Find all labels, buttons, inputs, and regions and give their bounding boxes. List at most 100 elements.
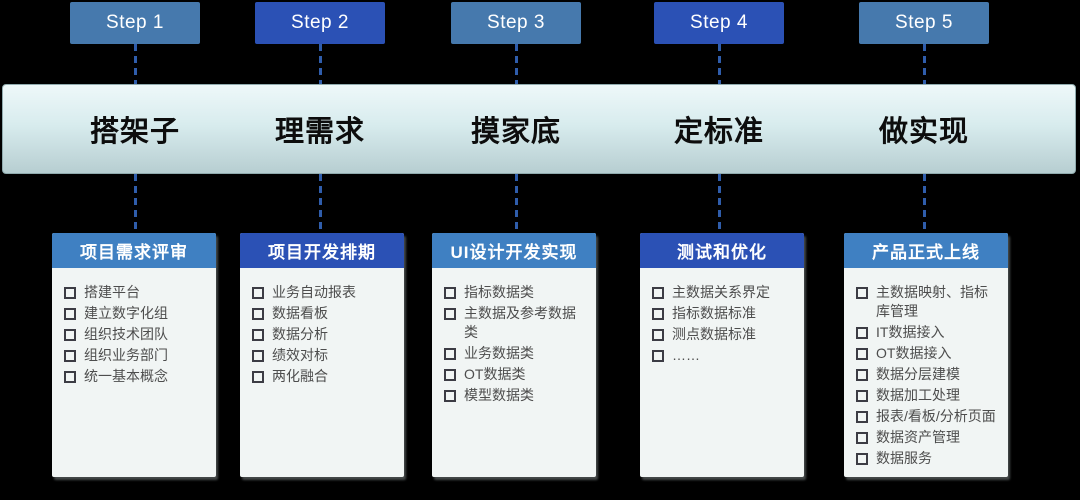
task-card-2: 项目开发排期业务自动报表数据看板数据分析绩效对标两化融合 (240, 233, 404, 477)
list-item-label: 数据看板 (272, 305, 328, 321)
connector-dash-top-4 (717, 44, 721, 84)
bullet-square-icon (856, 369, 868, 381)
list-item-label: 报表/看板/分析页面 (876, 408, 996, 424)
phase-label-1: 搭架子 (89, 116, 180, 148)
bullet-square-icon (64, 329, 76, 341)
connector-dash-bottom-4 (717, 174, 721, 233)
task-card-title: 测试和优化 (640, 233, 804, 268)
list-item: …… (652, 346, 796, 365)
list-item-label: OT数据接入 (876, 345, 952, 361)
list-item: 主数据及参考数据类 (444, 304, 588, 342)
step-box-5: Step 5 (859, 2, 989, 44)
bullet-square-icon (856, 327, 868, 339)
bullet-square-icon (64, 350, 76, 362)
bullet-square-icon (652, 329, 664, 341)
list-item-label: 组织技术团队 (84, 326, 168, 342)
list-item: OT数据接入 (856, 344, 1000, 363)
connector-dash-bottom-5 (922, 174, 926, 233)
list-item: 数据服务 (856, 449, 1000, 468)
list-item: 组织业务部门 (64, 346, 208, 365)
phase-label-3: 摸家底 (470, 116, 561, 148)
list-item: 绩效对标 (252, 346, 396, 365)
list-item: 组织技术团队 (64, 325, 208, 344)
bullet-square-icon (64, 287, 76, 299)
connector-dash-bottom-2 (318, 174, 322, 233)
bullet-square-icon (252, 371, 264, 383)
list-item-label: 业务自动报表 (272, 284, 356, 300)
bullet-square-icon (252, 287, 264, 299)
task-card-4: 测试和优化主数据关系界定指标数据标准测点数据标准 …… (640, 233, 804, 477)
list-item: 报表/看板/分析页面 (856, 407, 1000, 426)
connector-dash-bottom-1 (133, 174, 137, 233)
list-item: 指标数据类 (444, 283, 588, 302)
task-card-list: 主数据关系界定指标数据标准测点数据标准 …… (640, 268, 804, 373)
list-item-label: 搭建平台 (84, 284, 140, 300)
list-item-label: 主数据及参考数据类 (464, 305, 576, 340)
bullet-square-icon (64, 308, 76, 320)
list-item-label: …… (672, 347, 700, 363)
list-item: 数据看板 (252, 304, 396, 323)
task-card-title: UI设计开发实现 (432, 233, 596, 268)
list-item: 业务数据类 (444, 344, 588, 363)
list-item-label: 数据分析 (272, 326, 328, 342)
phase-label-4: 定标准 (673, 116, 764, 148)
list-item-label: IT数据接入 (876, 324, 945, 340)
list-item-label: 测点数据标准 (672, 326, 756, 342)
list-item-label: 数据服务 (876, 450, 932, 466)
phase-label-2: 理需求 (274, 116, 365, 148)
list-item-label: 业务数据类 (464, 345, 534, 361)
connector-dash-top-2 (318, 44, 322, 84)
list-item-label: 数据加工处理 (876, 387, 960, 403)
bullet-square-icon (856, 411, 868, 423)
list-item-label: 绩效对标 (272, 347, 328, 363)
list-item-label: 指标数据标准 (672, 305, 756, 321)
connector-dash-top-1 (133, 44, 137, 84)
bullet-square-icon (444, 287, 456, 299)
bullet-square-icon (252, 308, 264, 320)
connector-dash-top-5 (922, 44, 926, 84)
list-item: 模型数据类 (444, 386, 588, 405)
bullet-square-icon (856, 287, 868, 299)
task-card-5: 产品正式上线主数据映射、指标库管理 IT数据接入 OT数据接入数据分层建模数据加工处… (844, 233, 1008, 477)
task-card-1: 项目需求评审搭建平台建立数字化组组织技术团队组织业务部门统一基本概念 (52, 233, 216, 477)
bullet-square-icon (252, 329, 264, 341)
step-box-2: Step 2 (255, 2, 385, 44)
bullet-square-icon (444, 348, 456, 360)
list-item-label: 统一基本概念 (84, 368, 168, 384)
task-card-list: 主数据映射、指标库管理 IT数据接入 OT数据接入数据分层建模数据加工处理报表/看板… (844, 268, 1008, 476)
list-item: 建立数字化组 (64, 304, 208, 323)
step-box-1: Step 1 (70, 2, 200, 44)
connector-dash-bottom-3 (514, 174, 518, 233)
bullet-square-icon (652, 308, 664, 320)
list-item: 数据分层建模 (856, 365, 1000, 384)
step-box-3: Step 3 (451, 2, 581, 44)
list-item-label: 组织业务部门 (84, 347, 168, 363)
list-item-label: 主数据映射、指标库管理 (876, 284, 988, 319)
list-item: 主数据关系界定 (652, 283, 796, 302)
step-box-4: Step 4 (654, 2, 784, 44)
bullet-square-icon (856, 390, 868, 402)
list-item-label: 建立数字化组 (84, 305, 168, 321)
list-item-label: 数据分层建模 (876, 366, 960, 382)
list-item: 数据分析 (252, 325, 396, 344)
bullet-square-icon (64, 371, 76, 383)
list-item-label: 指标数据类 (464, 284, 534, 300)
list-item-label: 模型数据类 (464, 387, 534, 403)
list-item: 两化融合 (252, 367, 396, 386)
task-card-title: 项目开发排期 (240, 233, 404, 268)
bullet-square-icon (444, 308, 456, 320)
task-card-list: 搭建平台建立数字化组组织技术团队组织业务部门统一基本概念 (52, 268, 216, 394)
list-item: 指标数据标准 (652, 304, 796, 323)
bullet-square-icon (252, 350, 264, 362)
bullet-square-icon (856, 453, 868, 465)
phase-band (2, 84, 1076, 174)
list-item-label: 数据资产管理 (876, 429, 960, 445)
bullet-square-icon (856, 432, 868, 444)
connector-dash-top-3 (514, 44, 518, 84)
task-card-title: 产品正式上线 (844, 233, 1008, 268)
bullet-square-icon (856, 348, 868, 360)
list-item: 业务自动报表 (252, 283, 396, 302)
